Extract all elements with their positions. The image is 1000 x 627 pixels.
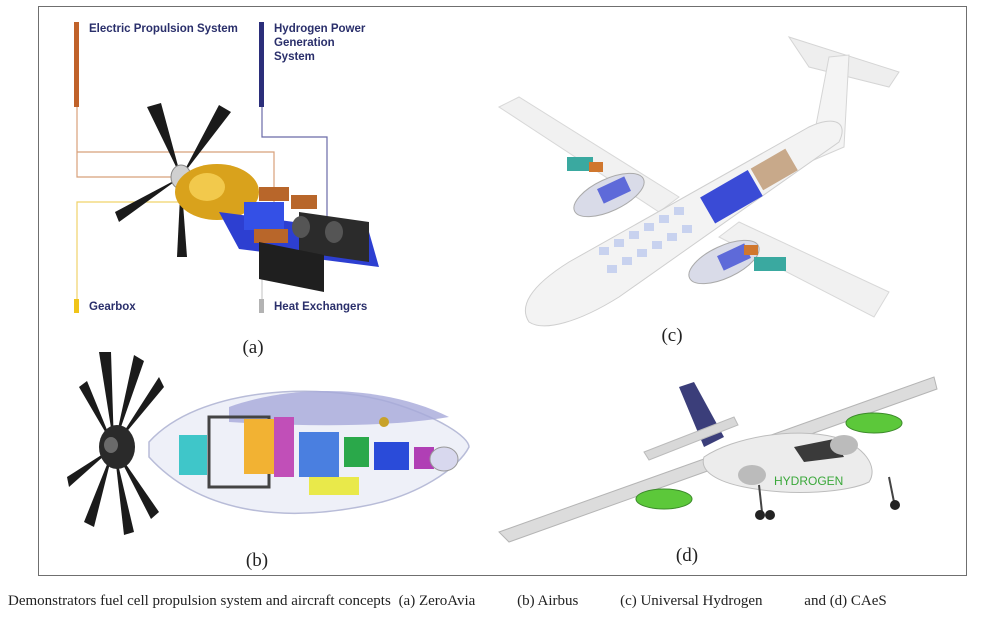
panel-c-label: (c) <box>661 325 683 346</box>
figure-frame: Electric Propulsion System Hydrogen Powe… <box>38 6 967 576</box>
panel-b-label: (b) <box>245 550 269 571</box>
panel-d-caes-aircraft: HYDROGEN <box>494 367 944 547</box>
callout-hydrogen-power-line2: System <box>274 51 315 63</box>
callout-hydrogen-power: Hydrogen Power Generation System <box>274 22 429 64</box>
caption-lead: Demonstrators fuel cell propulsion syste… <box>8 593 391 609</box>
gearbox-callout-bar <box>74 299 79 313</box>
caption-b: (b) Airbus <box>517 593 579 609</box>
panel-a-zeroavia-diagram: Electric Propulsion System Hydrogen Powe… <box>69 17 429 337</box>
figure-caption: Demonstrators fuel cell propulsion syste… <box>8 593 891 610</box>
heat-callout-bar <box>259 299 264 313</box>
panel-a-label: (a) <box>242 337 264 358</box>
callout-electric-propulsion: Electric Propulsion System <box>89 23 238 35</box>
universal-hydrogen-aircraft-illustration <box>497 36 900 327</box>
panel-d-label: (d) <box>675 545 699 566</box>
airbus-nacelle-illustration <box>67 352 470 535</box>
callout-hydrogen-power-line1: Hydrogen Power Generation <box>274 23 366 49</box>
caption-c: (c) Universal Hydrogen <box>620 593 763 609</box>
callout-heat-exchangers: Heat Exchangers <box>274 301 368 313</box>
panel-c-universal-hydrogen-aircraft <box>489 17 949 337</box>
callout-gearbox: Gearbox <box>89 301 136 313</box>
caption-d: and (d) CAeS <box>804 593 887 609</box>
hydrogen-callout-bar <box>259 22 264 107</box>
zeroavia-powertrain-illustration <box>74 22 379 313</box>
fuselage-hydrogen-text: HYDROGEN <box>774 474 843 488</box>
electric-callout-bar <box>74 22 79 107</box>
caption-a: (a) ZeroAvia <box>398 593 476 609</box>
caes-aircraft-illustration: HYDROGEN <box>498 376 938 543</box>
panel-b-airbus-nacelle <box>59 347 479 537</box>
